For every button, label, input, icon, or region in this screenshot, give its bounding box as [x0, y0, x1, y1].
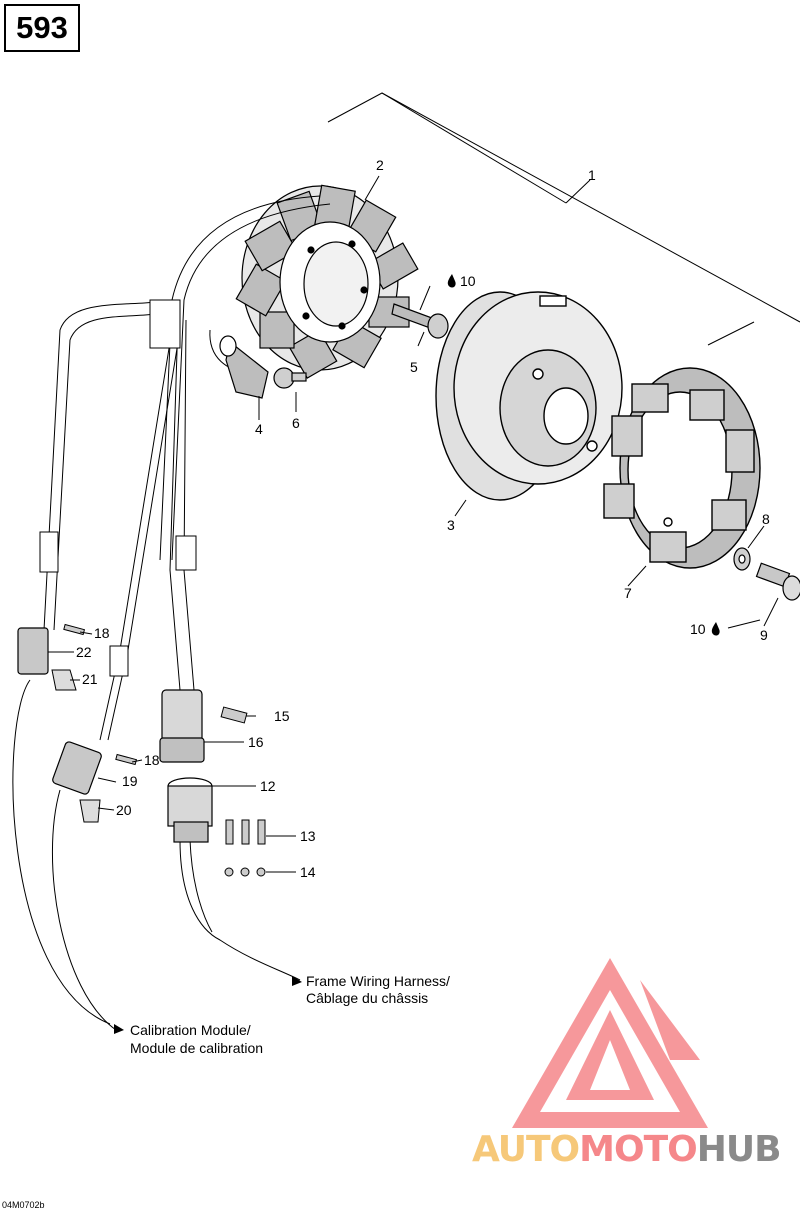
callout-18b: 18	[144, 752, 160, 768]
terminal-15	[220, 706, 248, 724]
callout-12: 12	[260, 778, 276, 794]
pin-18a	[63, 623, 86, 636]
callout-14: 14	[300, 864, 316, 880]
connector-16	[159, 689, 205, 763]
wiring-harness	[12, 195, 331, 1031]
callout-4: 4	[255, 421, 263, 437]
callout-15: 15	[274, 708, 290, 724]
callout-20: 20	[116, 802, 132, 818]
leader-lines	[48, 175, 779, 873]
bracket-20	[79, 799, 101, 823]
seals-14	[224, 867, 266, 877]
callout-21: 21	[82, 671, 98, 687]
page-number: 593	[16, 10, 68, 45]
callout-3: 3	[447, 517, 455, 533]
watermark-hub: HUB	[696, 1129, 782, 1170]
arrow-heads	[114, 976, 302, 1034]
flywheel	[435, 291, 623, 501]
assembly-bracket-1	[327, 92, 800, 346]
terminals-13	[225, 819, 266, 845]
connector-19	[52, 741, 102, 795]
bolt-9	[755, 562, 800, 601]
callout-numbers: 1 2 10 5 4 6 3 8 7 10 9 18 22 21 15 16 1…	[76, 157, 770, 880]
connector-22	[17, 627, 49, 675]
callout-13: 13	[300, 828, 316, 844]
callout-1: 1	[588, 167, 596, 183]
callout-22: 22	[76, 644, 92, 660]
watermark-auto: AUTO	[472, 1129, 580, 1170]
callout-18a: 18	[94, 625, 110, 641]
callout-7: 7	[624, 585, 632, 601]
callout-19: 19	[122, 773, 138, 789]
bracket-21	[51, 669, 77, 691]
watermark-text: AUTOMOTOHUB	[472, 1128, 792, 1172]
callout-2: 2	[376, 157, 384, 173]
calibration-note-fr: Module de calibration	[130, 1040, 263, 1056]
drawing-code: 04M0702b	[2, 1200, 45, 1210]
washer-8	[733, 547, 751, 571]
callout-10b: 10	[690, 621, 706, 637]
ring-gear	[603, 367, 761, 569]
drop-icon	[447, 274, 720, 636]
frame-harness-note-fr: Câblage du châssis	[306, 990, 428, 1006]
pin-18b	[115, 753, 138, 766]
callout-10a: 10	[460, 273, 476, 289]
screw-5	[391, 303, 449, 339]
notes: Frame Wiring Harness/ Câblage du châssis…	[130, 973, 450, 1056]
watermark-moto: MOTO	[579, 1129, 698, 1170]
stator	[235, 184, 419, 379]
callout-8: 8	[762, 511, 770, 527]
frame-harness-note-en: Frame Wiring Harness/	[306, 973, 450, 989]
watermark-logo	[512, 958, 708, 1128]
screw-6	[273, 367, 307, 389]
page-number-box: 593	[4, 4, 80, 52]
callout-5: 5	[410, 359, 418, 375]
callout-6: 6	[292, 415, 300, 431]
trigger-coil	[219, 335, 269, 399]
callout-16: 16	[248, 734, 264, 750]
calibration-note-en: Calibration Module/	[130, 1022, 251, 1038]
connector-12	[167, 777, 213, 843]
callout-9: 9	[760, 627, 768, 643]
